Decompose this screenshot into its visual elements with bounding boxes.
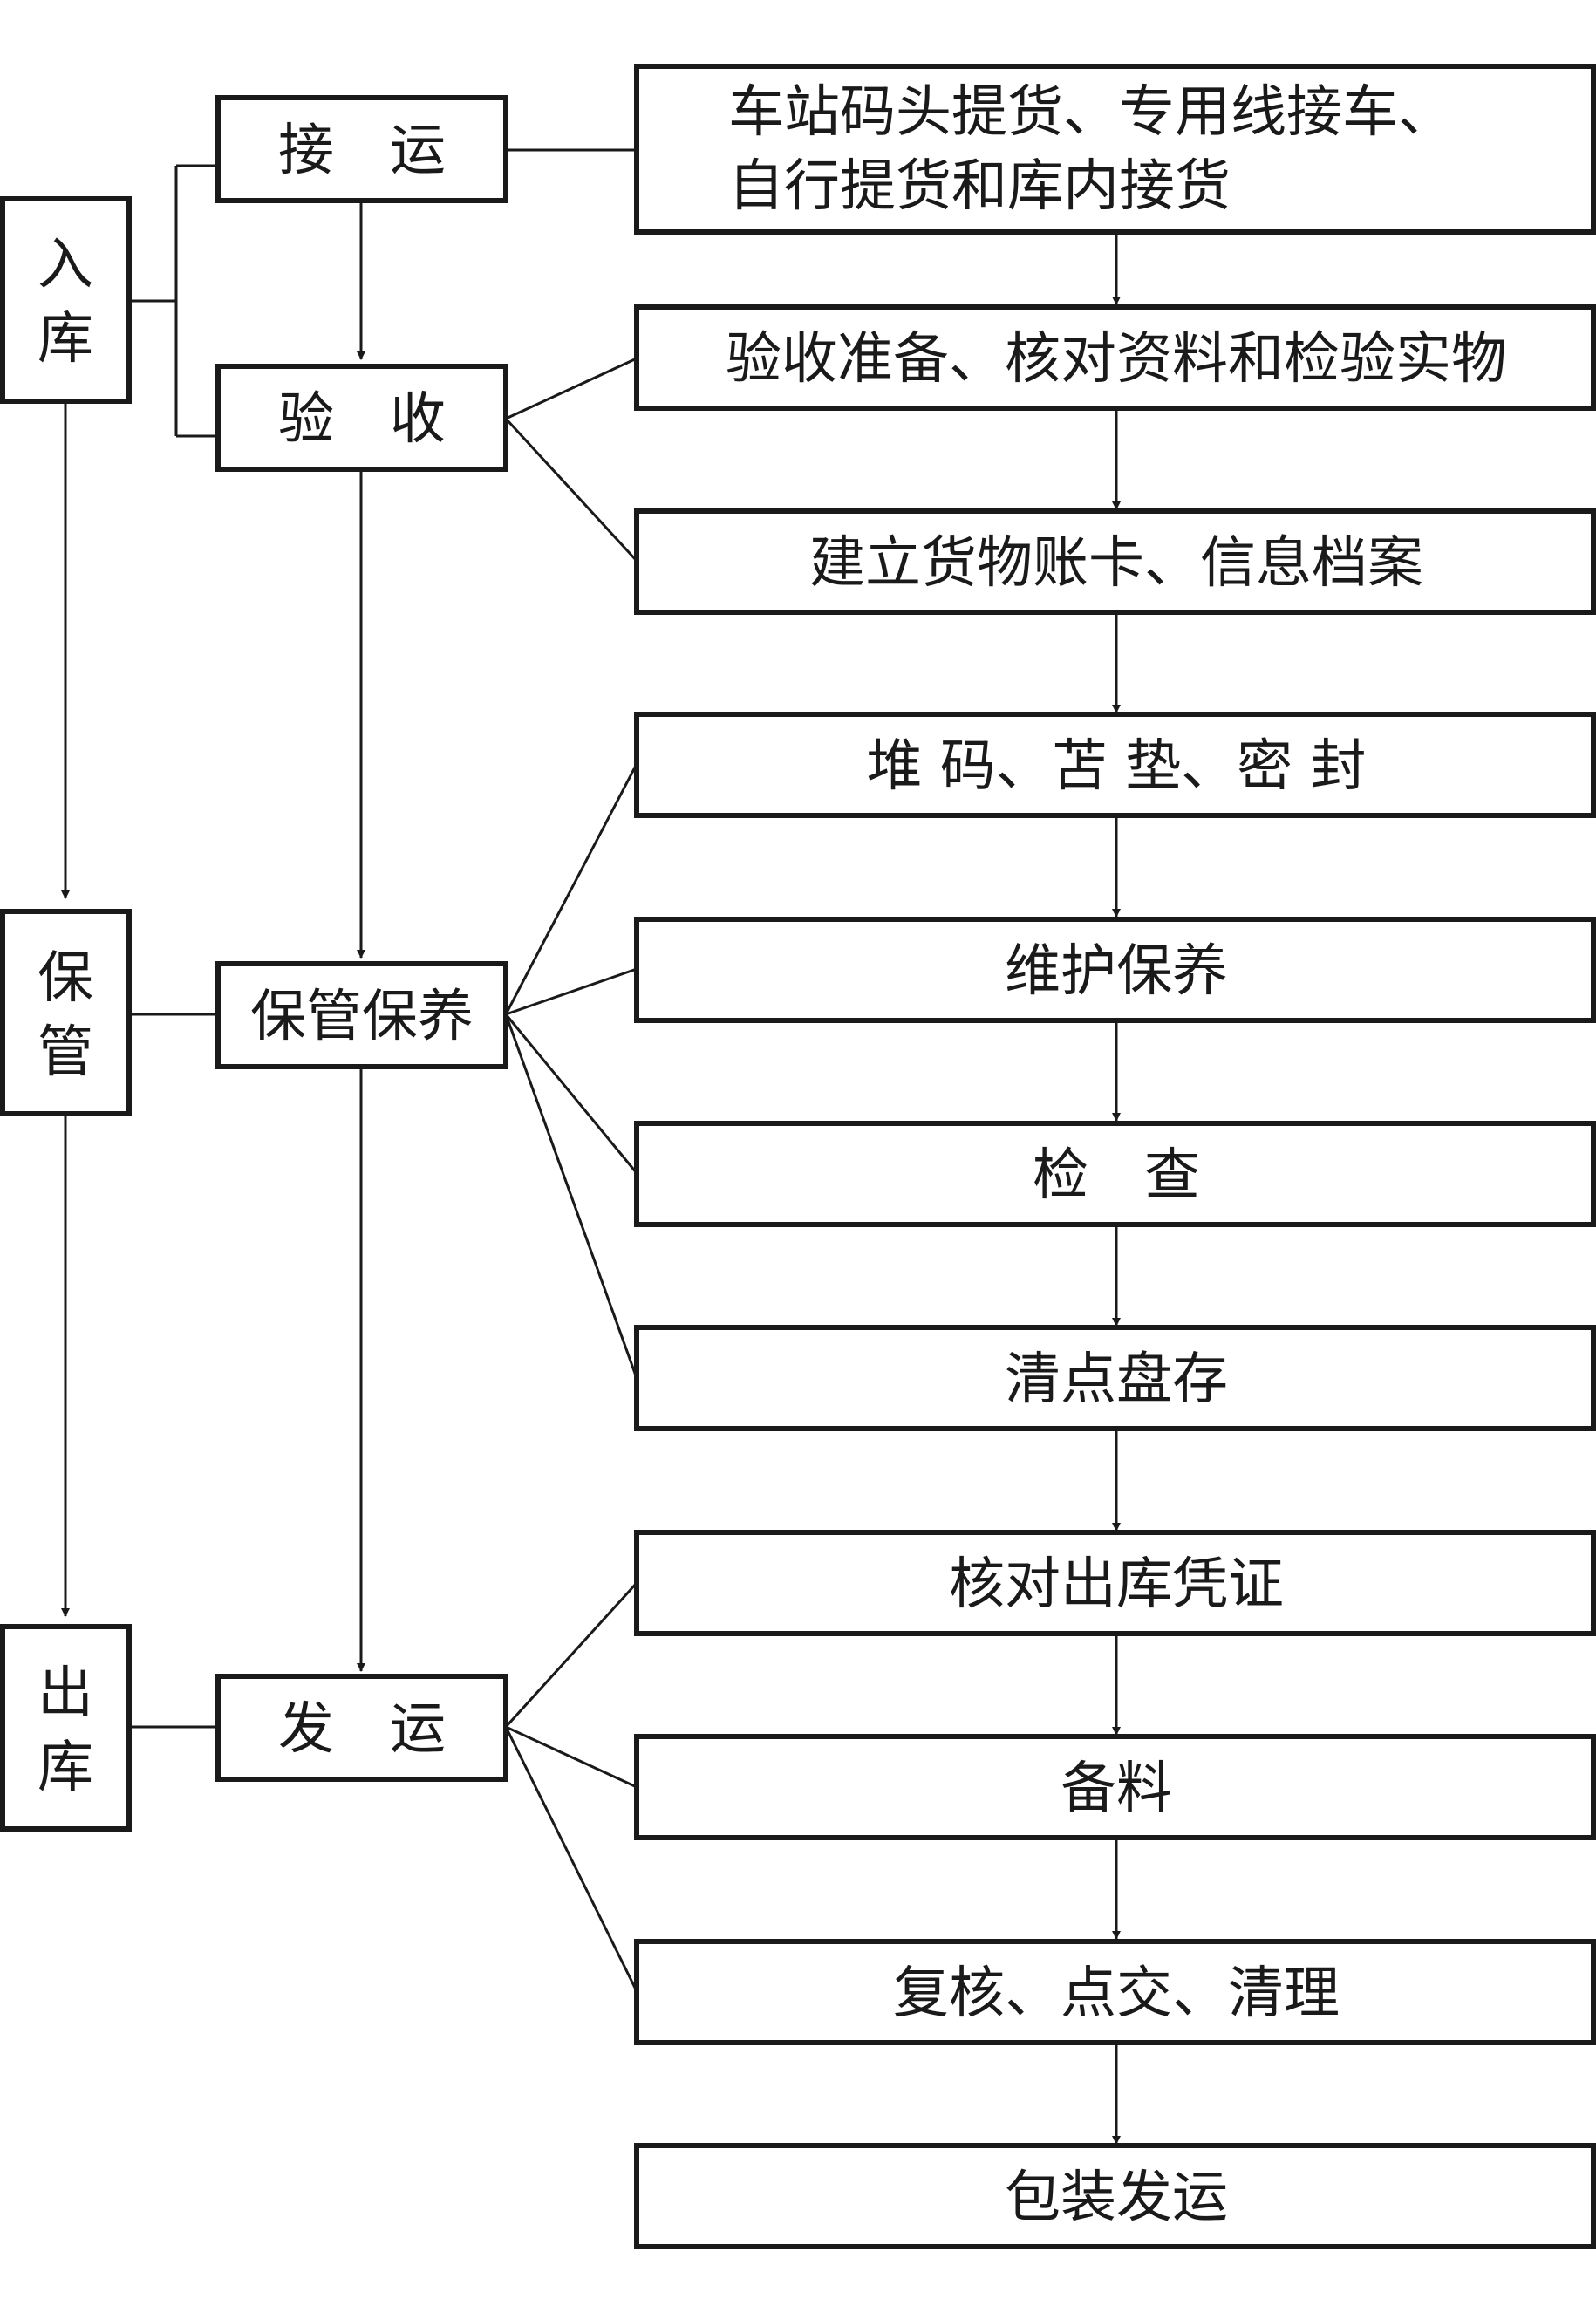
stage-inspection-box: 验 收 bbox=[215, 364, 508, 472]
stage-dispatch-label: 发 运 bbox=[278, 1697, 446, 1762]
step-verify-voucher-label: 核对出库凭证 bbox=[949, 1552, 1284, 1617]
phase-inbound-char-1: 入 bbox=[38, 233, 93, 297]
step-stacking-label: 堆 码、苫 垫、密 封 bbox=[866, 734, 1366, 799]
step-verify-voucher-box: 核对出库凭证 bbox=[634, 1530, 1596, 1636]
storage-to-check bbox=[504, 1013, 638, 1174]
phase-inbound-char-2: 库 bbox=[38, 307, 93, 372]
stage-storage-label: 保管保养 bbox=[250, 985, 474, 1049]
phase-outbound-char-1: 出 bbox=[38, 1661, 93, 1726]
step-maintenance-label: 维护保养 bbox=[1005, 939, 1228, 1004]
step-pickup-line-1: 车站码头提货、专用线接车、 bbox=[728, 80, 1454, 145]
stage-inspection-label: 验 收 bbox=[278, 387, 446, 452]
storage-to-stacking bbox=[504, 763, 638, 1015]
step-recheck-box: 复核、点交、清理 bbox=[634, 1939, 1596, 2045]
step-maintenance-box: 维护保养 bbox=[634, 917, 1596, 1023]
step-check-box: 检 查 bbox=[634, 1121, 1596, 1227]
phase-outbound-box: 出 库 bbox=[0, 1624, 132, 1832]
step-pickup-line-2: 自行提货和库内接货 bbox=[728, 154, 1231, 219]
step-inspection-prep-box: 验收准备、核对资料和检验实物 bbox=[634, 304, 1596, 411]
dispatch-to-voucher bbox=[504, 1581, 638, 1729]
phase-outbound-char-2: 库 bbox=[38, 1736, 93, 1800]
stage-receive-box: 接 运 bbox=[215, 95, 508, 203]
step-inspection-prep-label: 验收准备、核对资料和检验实物 bbox=[726, 327, 1507, 392]
step-stocktake-label: 清点盘存 bbox=[1005, 1348, 1228, 1412]
stage-storage-box: 保管保养 bbox=[215, 961, 508, 1069]
storage-to-stocktake bbox=[504, 1013, 638, 1379]
stage-receive-label: 接 运 bbox=[278, 119, 446, 183]
phase-inbound-box: 入 库 bbox=[0, 196, 132, 404]
connectors bbox=[61, 148, 1121, 2145]
step-ledger-label: 建立货物账卡、信息档案 bbox=[809, 531, 1423, 596]
storage-to-maintenance bbox=[505, 967, 638, 1016]
step-prepare-materials-box: 备料 bbox=[634, 1734, 1596, 1840]
step-pack-ship-box: 包装发运 bbox=[634, 2143, 1596, 2249]
step-stacking-box: 堆 码、苫 垫、密 封 bbox=[634, 712, 1596, 818]
step-pickup-box: 车站码头提货、专用线接车、 自行提货和库内接货 bbox=[634, 64, 1596, 235]
step-prepare-materials-label: 备料 bbox=[1061, 1757, 1172, 1821]
inspection-to-ledger bbox=[504, 417, 638, 563]
step-stocktake-box: 清点盘存 bbox=[634, 1325, 1596, 1431]
phase-storage-char-2: 管 bbox=[38, 1020, 93, 1085]
step-pack-ship-label: 包装发运 bbox=[1005, 2166, 1228, 2230]
step-ledger-box: 建立货物账卡、信息档案 bbox=[634, 508, 1596, 615]
step-check-label: 检 查 bbox=[1033, 1143, 1200, 1208]
stage-dispatch-box: 发 运 bbox=[215, 1674, 508, 1782]
step-recheck-label: 复核、点交、清理 bbox=[893, 1962, 1340, 2026]
dispatch-to-recheck bbox=[504, 1726, 638, 1992]
phase-storage-char-1: 保 bbox=[38, 946, 93, 1011]
dispatch-to-prepare bbox=[505, 1725, 638, 1789]
inspection-to-prep bbox=[505, 357, 638, 420]
phase-storage-box: 保 管 bbox=[0, 909, 132, 1116]
